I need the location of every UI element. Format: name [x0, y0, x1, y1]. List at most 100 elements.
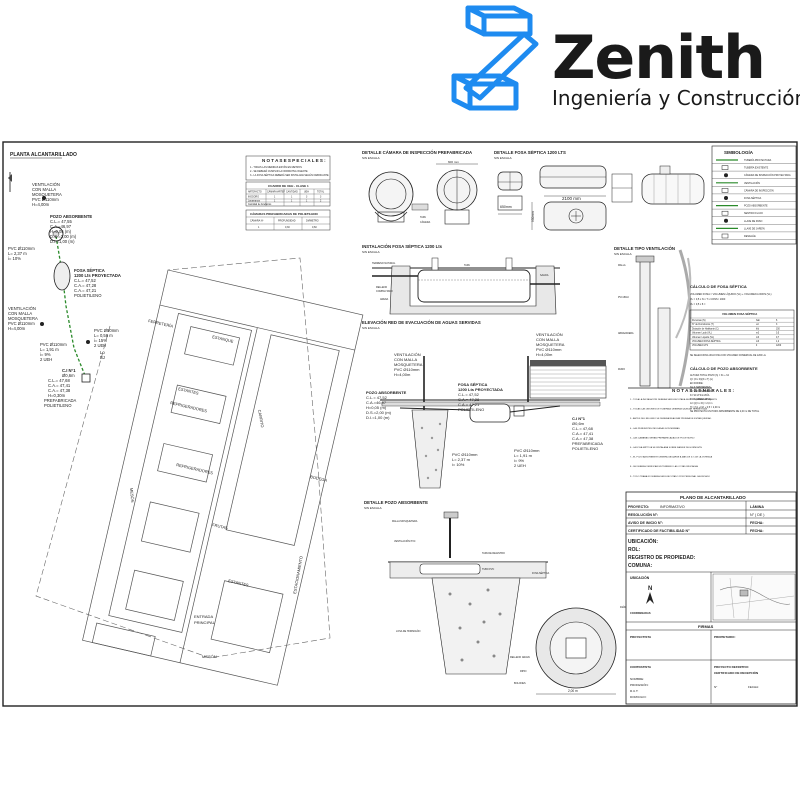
svg-text:2.- SE DEBERÁ CUMPLIR LA NORMA: 2.- SE DEBERÁ CUMPLIR LA NORMATIVA VIGEN…	[250, 170, 308, 173]
svg-text:C.L.= 47,52: C.L.= 47,52	[74, 278, 96, 283]
room-meson-side: MESÓN	[129, 488, 135, 503]
fosa-row-label: VOLUMEN LTS	[692, 345, 709, 347]
svg-text:2 UEH: 2 UEH	[40, 357, 52, 362]
svg-text:L= 1,91 m: L= 1,91 m	[40, 347, 59, 352]
svg-text:RIPIO: RIPIO	[520, 670, 527, 673]
svg-text:H=4,00m: H=4,00m	[8, 326, 26, 331]
svg-text:CON MALLA: CON MALLA	[8, 311, 32, 316]
elevacion-red: ELEVACIÓN RED DE EVACUACIÓN DE AGUAS SER…	[362, 320, 607, 489]
pozo-calc-line: Q= (N x D)/(K x T) (L)	[690, 378, 713, 381]
svg-text:PROYECTISTA: PROYECTISTA	[630, 635, 652, 639]
simbologia-item: POZO ABSORBENTE	[744, 205, 768, 208]
svg-text:ARENA: ARENA	[380, 298, 389, 301]
svg-text:DETALLE POZO ABSORBENTE: DETALLE POZO ABSORBENTE	[364, 500, 428, 505]
svg-text:MALLA MOSQUETERA: MALLA MOSQUETERA	[392, 520, 418, 523]
simbologia-item: DESAGÜE	[744, 235, 756, 238]
fosa-row-unit: m3	[756, 333, 760, 335]
svg-text:DOMICILIO:: DOMICILIO:	[630, 695, 647, 699]
zenith-logo-icon	[451, 5, 539, 111]
svg-text:1: 1	[274, 197, 276, 199]
plan-label-vent-top: VENTILACIÓN CON MALLA MOSQUETERA PVC Ø11…	[32, 182, 62, 207]
svg-text:VOLUMEN FOSA SÉPTICA: VOLUMEN FOSA SÉPTICA	[722, 311, 757, 316]
svg-text:C.I N°1: C.I N°1	[62, 368, 76, 373]
svg-text:POLIETILENO: POLIETILENO	[572, 446, 598, 451]
nota-general-line: 7.- EL POZO ABSORBENTE DEBERÁ UBICARSE A…	[630, 456, 713, 459]
notas-generales: N O T A S G E N E R A L E S : 1.- TODA L…	[630, 388, 735, 478]
detalle-ventilacion: DETALLE TIPO VENTILACIÓN SIN ESCALA MALL…	[614, 246, 712, 389]
svg-text:D.S.=2,00 (m): D.S.=2,00 (m)	[50, 234, 77, 239]
plan-label-fosa: FOSA SÉPTICA 1200 Lts PROYECTADA C.L.= 4…	[74, 268, 121, 298]
svg-text:COMUNA:: COMUNA:	[628, 563, 652, 569]
svg-text:2 UEH: 2 UEH	[514, 463, 526, 468]
plan-label-pozo: POZO ABSORBENTE C.L.= 47,55 C.A.=46,97 H…	[50, 214, 92, 244]
svg-text:i= 9%: i= 9%	[514, 458, 525, 463]
fosa-row-label: N° de Dormitorios (T)	[692, 323, 714, 326]
svg-text:CONTRATISTA: CONTRATISTA	[630, 665, 652, 669]
plano-title: PLANO DE ALCANTARILLADO	[680, 495, 746, 500]
elev-label-cam: C.I N°1 Ø0,6m C.L.= 47,68 C.A.= 47,41 C.…	[572, 416, 603, 451]
svg-text:PROFESIÓN:: PROFESIÓN:	[630, 682, 649, 687]
svg-text:3.- LA FOSA SÉPTICA DEBERÁ SER: 3.- LA FOSA SÉPTICA DEBERÁ SER INSTALADA…	[250, 174, 329, 177]
svg-text:FECHA:: FECHA:	[750, 521, 764, 525]
svg-text:FECHA:: FECHA:	[750, 529, 764, 533]
simbologia-item: TUBERÍA EXISTENTE	[744, 167, 769, 170]
svg-text:TAPA: TAPA	[464, 264, 470, 267]
svg-text:R.U.T:: R.U.T:	[630, 689, 639, 693]
svg-text:H=0,30m: H=0,30m	[48, 393, 66, 398]
symbol-dot-icon	[724, 218, 728, 223]
plan-label-pvc-mid: PVC Ø110mm L= 1,91 m i= 9% 2 UEH	[40, 342, 67, 362]
svg-text:INSTALACIÓN FOSA SÉPTICA 1200: INSTALACIÓN FOSA SÉPTICA 1200 Lts	[362, 244, 443, 249]
svg-text:FOSA SÉPTICA: FOSA SÉPTICA	[458, 382, 488, 387]
svg-text:C.A.= 47,21: C.A.= 47,21	[458, 402, 480, 407]
svg-text:1: 1	[291, 201, 293, 203]
svg-text:MOSQUETERA: MOSQUETERA	[32, 192, 62, 197]
svg-text:PVC Ø110mm: PVC Ø110mm	[8, 321, 35, 326]
room-estantes-1: ESTANTES	[178, 386, 200, 396]
fosa-row-unit: lt	[756, 344, 758, 347]
svg-text:PROPIETARIO:: PROPIETARIO:	[714, 635, 735, 639]
simbologia-item: TUBERÍA PROYECTADA	[744, 159, 772, 162]
fosa-row-label: Volumen Lodo (VL)	[692, 333, 712, 335]
svg-text:L= 0,56 m: L= 0,56 m	[94, 333, 113, 338]
svg-text:2: 2	[320, 201, 322, 203]
svg-text:L= 1,91 m: L= 1,91 m	[514, 453, 533, 458]
svg-text:N: N	[648, 586, 652, 592]
pozo-calc-line: A= Q/(π x D) = 2,0 m	[690, 402, 712, 405]
svg-text:650mm: 650mm	[500, 205, 512, 209]
nota-general-line: 9.- TODO TRABAJO DEBERÁ SER EJECUTADO PO…	[630, 475, 710, 478]
symbol-dot-icon	[724, 173, 728, 178]
fosa-row-unit: ud	[756, 324, 759, 326]
svg-text:C.A.= 47,38: C.A.= 47,38	[48, 388, 71, 393]
elev-label-pvc1: PVC Ø110mm L= 2,37 m i= 10%	[452, 452, 478, 467]
svg-text:SIN ESCALA: SIN ESCALA	[494, 156, 512, 160]
svg-text:MOSQUETERA: MOSQUETERA	[536, 342, 565, 347]
svg-text:H=4,00m: H=4,00m	[32, 202, 50, 207]
camaras-table-title: CÁMARAS PREFABRICADAS DE POLIETILENO	[250, 211, 319, 216]
svg-text:L= 2,37 m: L= 2,37 m	[8, 251, 27, 256]
fosa-row-value: 0,7	[776, 337, 780, 339]
svg-text:3: 3	[306, 197, 308, 199]
svg-text:CÁMARA/ARTEF: CÁMARA/ARTEF	[267, 191, 286, 194]
svg-text:1.- TODAS LAS MEDIDAS ESTÁN EN: 1.- TODAS LAS MEDIDAS ESTÁN EN METROS	[250, 166, 302, 169]
simbologia-item: CÁMARA DE INSPECCIÓN PROYECTADA	[744, 174, 791, 177]
pozo-calc-line: SE PROYECTA UN POZO ABSORBENTE DE 2,00 m…	[690, 410, 760, 413]
svg-text:FIRMAS: FIRMAS	[698, 624, 714, 629]
svg-text:RELLENO GRAVA: RELLENO GRAVA	[510, 656, 530, 659]
svg-text:1: 1	[274, 201, 276, 203]
svg-text:SE SELECCIONA UNA FOSA CON VOL: SE SELECCIONA UNA FOSA CON VOLUMEN COMER…	[690, 354, 767, 357]
svg-text:UBICACIÓN:: UBICACIÓN:	[628, 537, 658, 545]
svg-text:PROFUNDIDAD: PROFUNDIDAD	[278, 220, 296, 223]
svg-text:POLIETILENO: POLIETILENO	[44, 403, 72, 408]
calculo-fosa: CÁLCULO DE FOSA SÉPTICA VOLUMEN FOSA = V…	[689, 284, 795, 357]
calculo-pozo: CÁLCULO DE POZO ABSORBENTE ALTURA TOTAL …	[690, 366, 760, 413]
svg-text:PVC Ø110mm: PVC Ø110mm	[32, 197, 59, 202]
detalle-camara: DETALLE CÁMARA DE INSPECCIÓN PREFABRICAD…	[362, 150, 478, 225]
symbol-box-icon	[721, 165, 729, 170]
svg-text:DETALLE CÁMARA DE INSPECCIÓN P: DETALLE CÁMARA DE INSPECCIÓN PREFABRICAD…	[362, 150, 472, 155]
svg-text:C.A.= 47,28: C.A.= 47,28	[74, 283, 97, 288]
svg-text:NOMBRE:: NOMBRE:	[630, 677, 644, 681]
svg-text:SALIDA: SALIDA	[540, 274, 549, 277]
pozo-calc-line: D= 150 LTS/HAB/DÍA	[690, 390, 713, 393]
svg-text:VENTILACIÓN: VENTILACIÓN	[394, 352, 421, 357]
